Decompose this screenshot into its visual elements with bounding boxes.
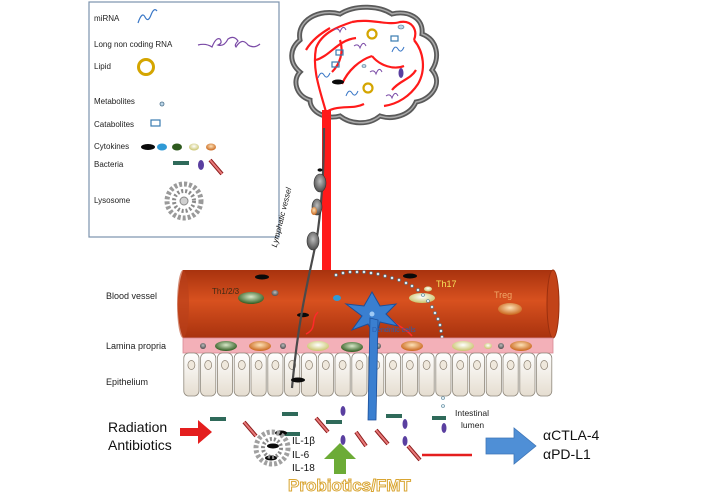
epithelial-cell-nucleus [321, 360, 330, 370]
epithelial-cell-nucleus [523, 360, 532, 370]
apdl1-label: αPD-L1 [543, 446, 591, 462]
legend-panel: miRNA Long non coding RNA Lipid Metaboli… [88, 1, 280, 238]
blood-vessel-label: Blood vessel [106, 291, 157, 301]
epithelial-cell-nucleus [187, 360, 196, 370]
probiotics-arrow [324, 443, 356, 474]
epithelial-cell-nucleus [355, 360, 364, 370]
brain-tumor [289, 4, 440, 126]
epithelial-cell [502, 352, 519, 397]
epithelial-cell-nucleus [489, 360, 498, 370]
epithelial-cell [468, 352, 485, 397]
cytokine-ovals-icon [141, 143, 216, 151]
epithelial-cell [485, 352, 502, 397]
legend-label-lncrna: Long non coding RNA [94, 40, 173, 49]
epithelial-cell-nucleus [405, 360, 414, 370]
legend-label-bacteria: Bacteria [94, 160, 124, 169]
treg-cell [498, 303, 522, 315]
probiotics-fmt-label: Probiotics/FMT [288, 476, 411, 495]
epithelial-cell [200, 352, 217, 397]
epithelial-cell-nucleus [338, 360, 347, 370]
epithelial-cell [334, 352, 351, 397]
legend-label-lipid: Lipid [94, 62, 111, 71]
epithelium-label: Epithelium [106, 377, 148, 387]
radiation-arrow [180, 420, 212, 444]
epithelial-cell-nucleus [422, 360, 431, 370]
il1b-label: IL-1β [292, 436, 315, 447]
intestinal-lumen-label-line1: Intestinal [455, 408, 489, 418]
legend-label-mirna: miRNA [94, 14, 120, 23]
epithelial-cell [216, 352, 233, 397]
epithelial-cell [452, 352, 469, 397]
epithelial-cell [284, 352, 301, 397]
dendritic-cells-label: Dendritic cells [372, 327, 416, 334]
epithelial-cell [384, 352, 401, 397]
metabolite-dot-icon [159, 101, 165, 107]
epithelial-cell [519, 352, 536, 397]
intestinal-lumen-label-line2: lumen [461, 420, 484, 430]
epithelial-cell-nucleus [439, 360, 448, 370]
epithelium-layer [183, 352, 553, 397]
epithelial-cell-nucleus [305, 360, 313, 370]
epithelial-cell-nucleus [506, 360, 515, 370]
mirna-squiggle-icon [137, 9, 158, 24]
epithelial-cell-nucleus [473, 360, 481, 370]
dendritic-cell [344, 290, 400, 421]
legend-label-metabolites: Metabolites [94, 97, 135, 106]
brain-blood-vessel [322, 110, 331, 270]
bacteria-icon [173, 158, 224, 176]
epithelial-cell-nucleus [254, 360, 263, 370]
epithelial-cell-nucleus [389, 360, 397, 370]
actla4-label: αCTLA-4 [543, 427, 600, 443]
antibiotics-label: Antibiotics [108, 437, 172, 453]
th17-label: Th17 [436, 279, 457, 289]
il6-label: IL-6 [292, 450, 310, 461]
epithelial-cell [300, 352, 317, 397]
lamina-propria-label: Lamina propria [106, 341, 166, 351]
epithelial-cell [435, 352, 452, 397]
legend-label-lysosome: Lysosome [94, 196, 131, 205]
lamina-propria-layer [182, 337, 554, 354]
epithelial-cell-nucleus [456, 360, 465, 370]
treg-label: Treg [494, 290, 512, 300]
epithelial-cell-nucleus [540, 360, 549, 370]
il18-label: IL-18 [292, 463, 315, 474]
lncrna-loops-icon [197, 36, 261, 48]
epithelial-cell-nucleus [204, 360, 213, 370]
epithelial-cell [351, 352, 368, 397]
legend-label-catabolites: Catabolites [94, 120, 134, 129]
lipid-ring-icon [137, 58, 155, 76]
epithelial-cell [317, 352, 334, 397]
epithelial-cell-nucleus [237, 360, 246, 370]
radiation-label: Radiation [108, 419, 167, 435]
th123-label: Th1/2/3 [212, 287, 240, 296]
epithelial-cell-nucleus [271, 360, 280, 370]
epithelial-cell [183, 352, 200, 397]
lymphatic-vessel [290, 127, 327, 389]
epithelial-cell [401, 352, 418, 397]
epithelial-cell [267, 352, 284, 397]
immunotherapy-arrow [485, 427, 537, 465]
lumen-lysosome [253, 429, 291, 467]
th123-cell [238, 292, 264, 304]
lysosome-icon [164, 181, 204, 221]
epithelial-cell [250, 352, 267, 397]
epithelial-cell [536, 352, 553, 397]
epithelial-cell [233, 352, 250, 397]
lumen-contents [210, 377, 472, 467]
brain-vessels [305, 19, 424, 113]
catabolite-rect-icon [150, 119, 161, 127]
epithelial-cell-nucleus [221, 360, 229, 370]
legend-label-cytokines: Cytokines [94, 142, 129, 151]
epithelial-cell [418, 352, 435, 397]
